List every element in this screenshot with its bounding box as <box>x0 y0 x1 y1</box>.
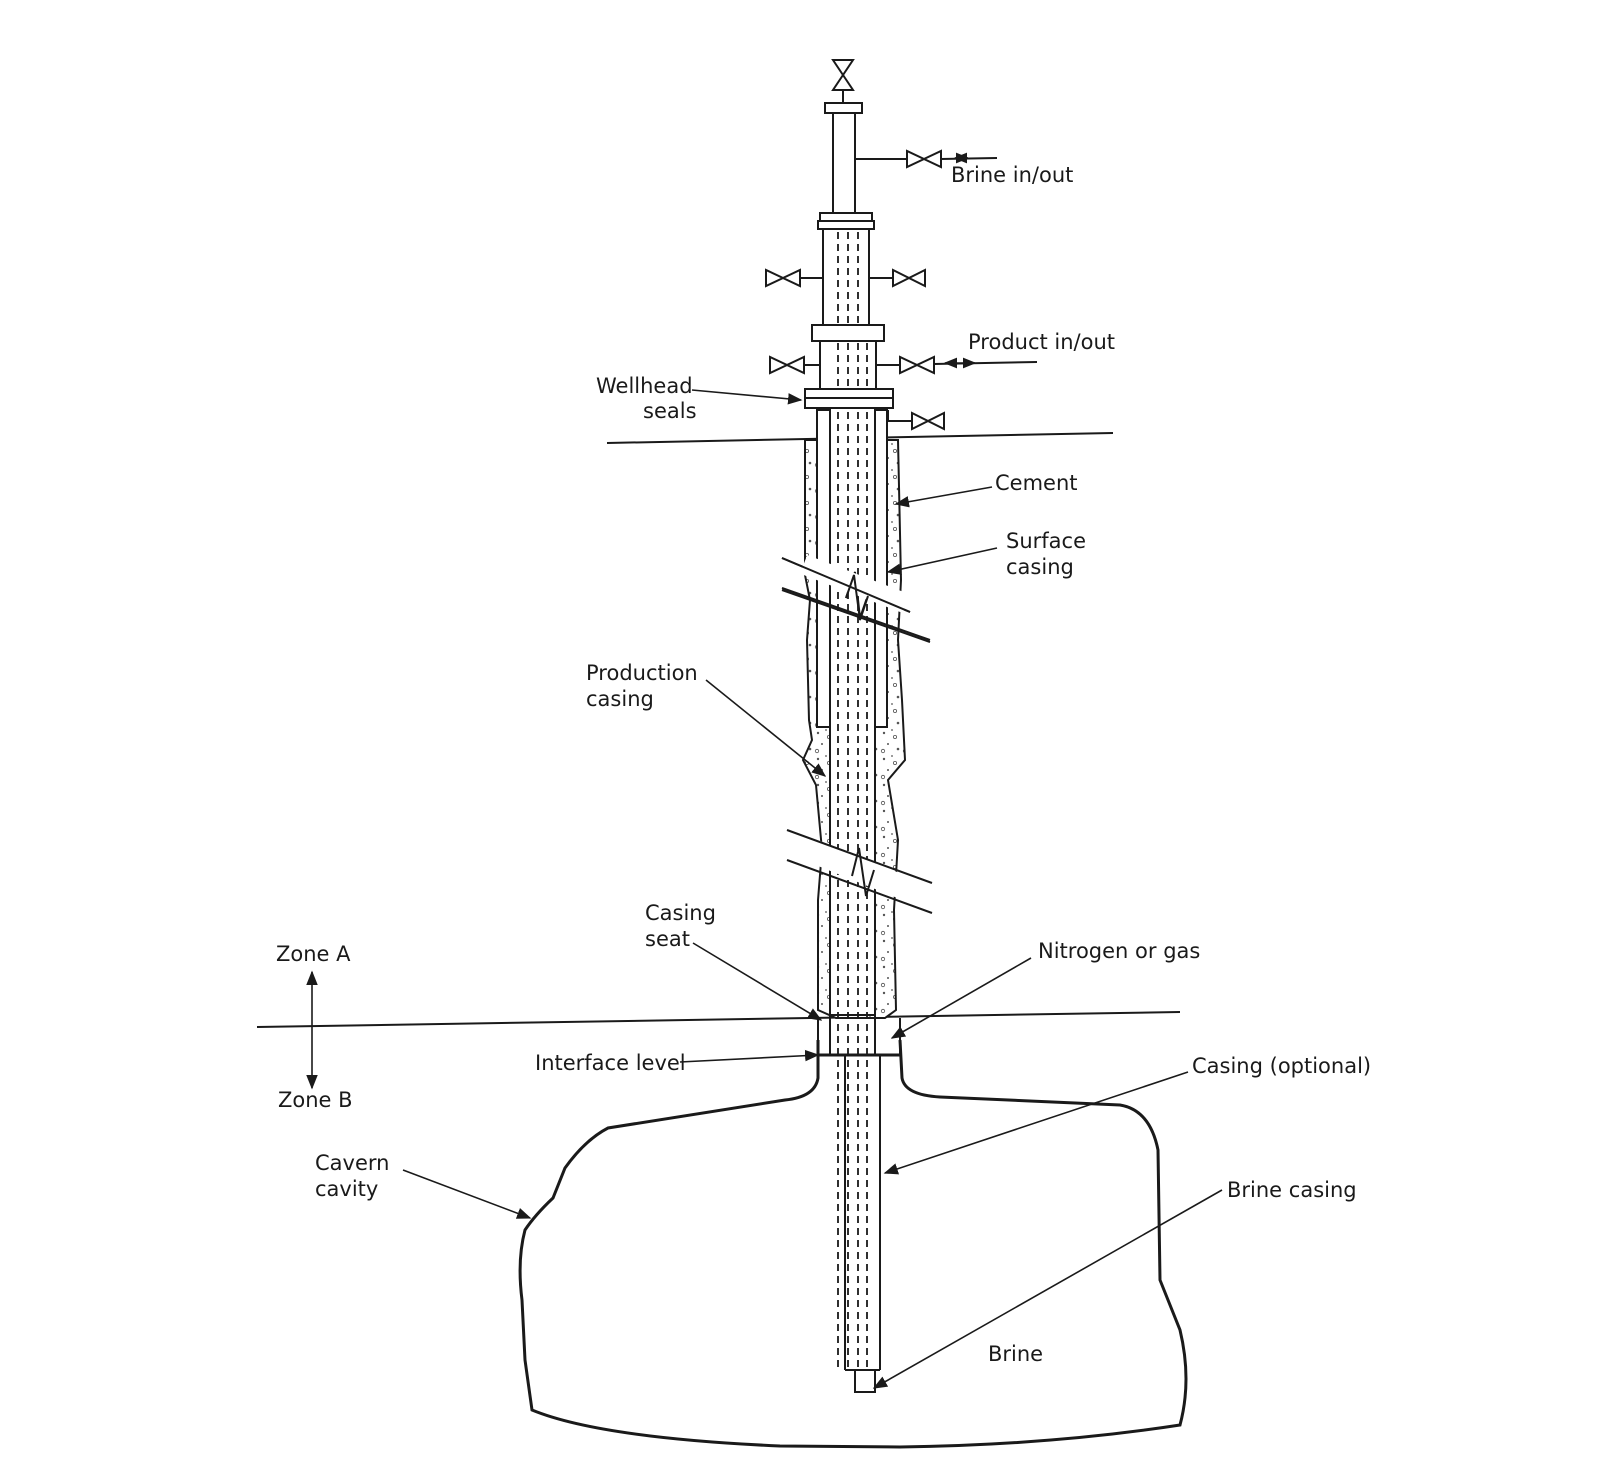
label-cement: Cement <box>995 471 1078 495</box>
production-casing <box>829 364 876 1016</box>
leader-surface-casing <box>886 547 998 575</box>
top-valve-icon <box>831 59 855 103</box>
break-mark-lower <box>786 829 933 914</box>
middle-flange <box>811 324 885 342</box>
leader-nitrogen-or-gas <box>890 957 1032 1039</box>
label-nitrogen-or-gas: Nitrogen or gas <box>1038 939 1200 963</box>
brine-casing-tip <box>854 1369 876 1393</box>
label-casing-optional: Casing (optional) <box>1192 1054 1371 1078</box>
cavern-outline <box>518 1039 1188 1449</box>
label-product-in-out: Product in/out <box>968 330 1115 354</box>
zone-boundary-line <box>256 1011 1181 1028</box>
label-seat: seat <box>645 927 690 951</box>
label-zone-b: Zone B <box>278 1088 353 1112</box>
leader-casing-seat <box>692 942 823 1021</box>
label-surface: Surface <box>1006 529 1086 553</box>
label-brine-casing: Brine casing <box>1227 1178 1357 1202</box>
wellhead-seals-flange <box>804 388 894 399</box>
break-mark-upper <box>781 554 931 643</box>
label-seals: seals <box>643 399 697 423</box>
label-cavity: cavity <box>315 1177 378 1201</box>
leader-cement <box>894 486 993 508</box>
upper-spool <box>822 228 870 328</box>
label-production: Production <box>586 661 698 685</box>
leader-casing-optional <box>883 1071 1189 1175</box>
label-production-casing: casing <box>586 687 654 711</box>
label-wellhead: Wellhead <box>596 374 693 398</box>
right-spool-valve-icon <box>869 268 926 288</box>
left-spool-valve-icon <box>765 268 823 288</box>
product-valve-icon <box>876 355 1038 375</box>
leader-wellhead-seals <box>691 389 803 405</box>
label-cavern: Cavern <box>315 1151 389 1175</box>
label-brine: Brine <box>988 1342 1043 1366</box>
leader-interface-level <box>679 1049 820 1063</box>
leader-brine-casing <box>872 1189 1223 1389</box>
label-brine-in-out: Brine in/out <box>951 163 1073 187</box>
top-flange <box>824 102 863 114</box>
label-casing: Casing <box>645 901 716 925</box>
label-zone-a: Zone A <box>276 942 351 966</box>
leader-production-casing <box>705 679 827 777</box>
label-interface-level: Interface level <box>535 1051 686 1075</box>
left-product-valve-icon <box>769 355 820 375</box>
label-surface-casing: casing <box>1006 555 1074 579</box>
leader-cavern-cavity <box>402 1169 532 1219</box>
annulus-valve-icon <box>887 410 945 431</box>
top-pipe <box>832 112 856 214</box>
